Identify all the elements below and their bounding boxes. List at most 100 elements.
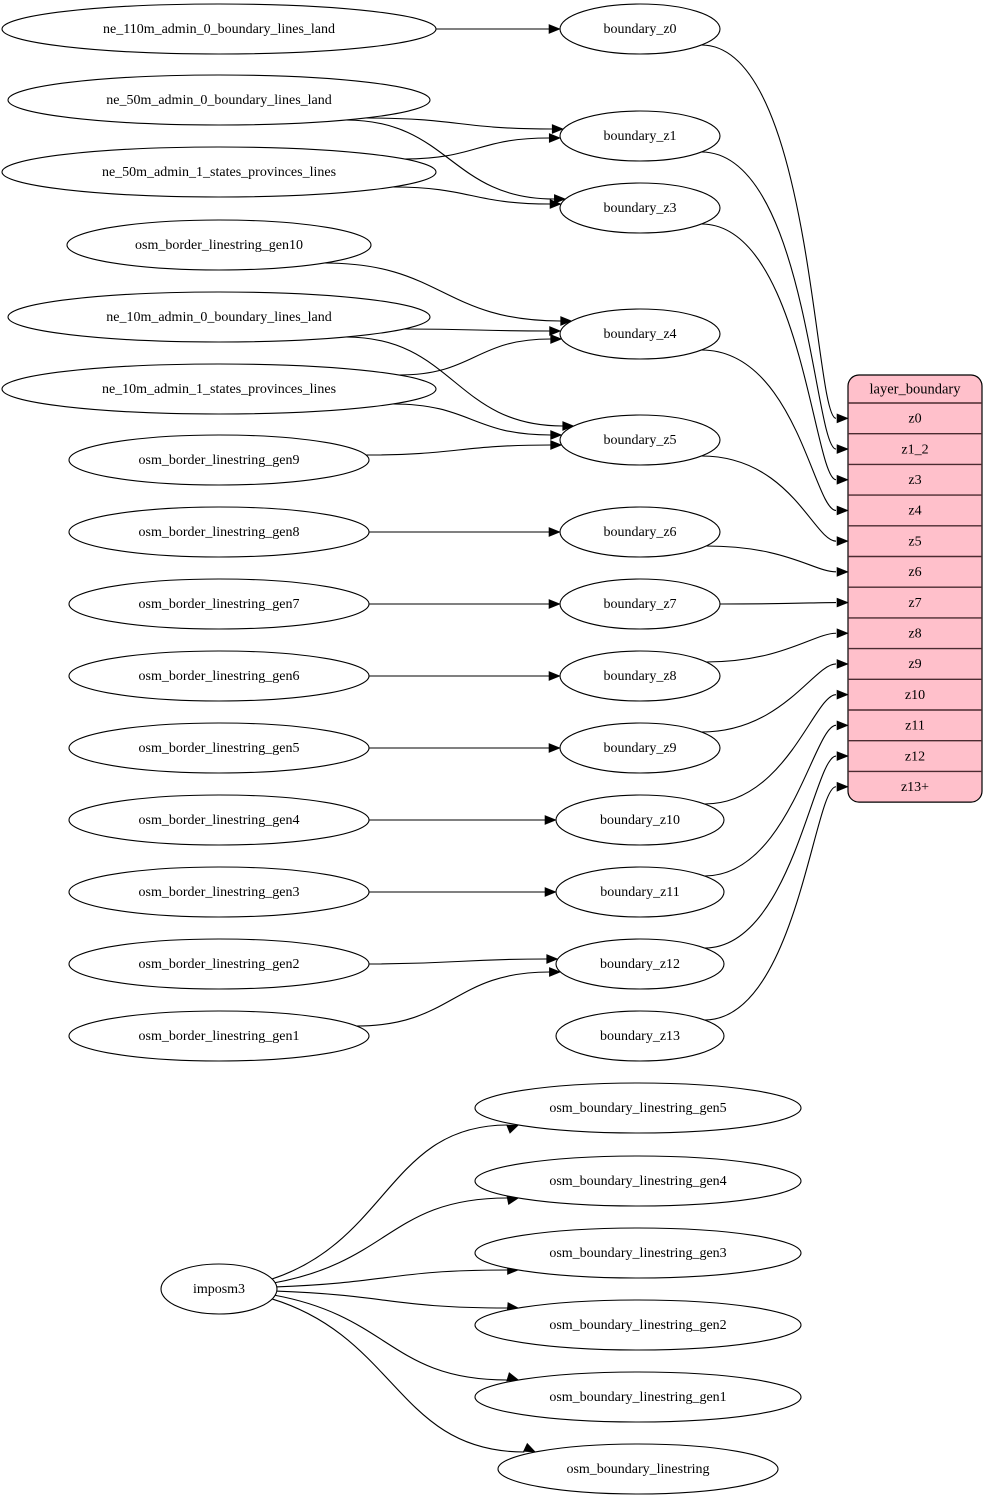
table-row-z9[interactable]: z9 xyxy=(908,657,921,672)
node-label: ne_50m_admin_0_boundary_lines_land xyxy=(106,93,332,108)
table-row-z13+[interactable]: z13+ xyxy=(901,780,929,795)
imposm-output-node-obl_gen2[interactable]: osm_boundary_linestring_gen2 xyxy=(474,1299,802,1351)
node-label: osm_border_linestring_gen2 xyxy=(139,957,300,972)
edge-imposm3-to-obl_gen2 xyxy=(275,1290,508,1309)
table-row-z6[interactable]: z6 xyxy=(908,565,921,580)
imposm-output-node-obl_gen3[interactable]: osm_boundary_linestring_gen3 xyxy=(474,1227,802,1279)
node-label: osm_boundary_linestring_gen5 xyxy=(549,1101,726,1116)
intermediate-node-b_z12[interactable]: boundary_z12 xyxy=(555,938,725,990)
imposm-output-node-obl_gen4[interactable]: osm_boundary_linestring_gen4 xyxy=(474,1155,802,1207)
source-node-osm_gen8[interactable]: osm_border_linestring_gen8 xyxy=(68,506,370,558)
node-label: boundary_z13 xyxy=(600,1029,680,1044)
node-ellipse xyxy=(68,434,370,486)
table-row-z11[interactable]: z11 xyxy=(905,719,925,734)
edge-ne_10m_admin_0_boundary_lines_land-to-boundary_z5 xyxy=(345,336,563,427)
source-node-osm_gen9[interactable]: osm_border_linestring_gen9 xyxy=(68,434,370,486)
node-label: ne_50m_admin_1_states_provinces_lines xyxy=(102,165,336,180)
source-node-osm_gen2[interactable]: osm_border_linestring_gen2 xyxy=(68,938,370,990)
edges-layer xyxy=(271,24,849,1453)
source-node-osm_gen7[interactable]: osm_border_linestring_gen7 xyxy=(68,578,370,630)
edge-arrowhead xyxy=(548,24,561,34)
edge-arrowhead xyxy=(546,954,559,964)
table-row-z12[interactable]: z12 xyxy=(905,749,925,764)
table-row-z0[interactable]: z0 xyxy=(908,412,921,427)
node-label: osm_border_linestring_gen1 xyxy=(139,1029,300,1044)
edge-arrowhead xyxy=(523,1442,537,1453)
edge-arrowhead xyxy=(836,751,849,761)
imposm-output-node-obl_gen5[interactable]: osm_boundary_linestring_gen5 xyxy=(474,1082,802,1134)
edge-boundary_z9-to-table-row-z9 xyxy=(701,663,837,733)
imposm-output-node-obl[interactable]: osm_boundary_linestring xyxy=(497,1443,779,1495)
intermediate-node-b_z7[interactable]: boundary_z7 xyxy=(559,578,721,630)
edge-arrowhead xyxy=(836,474,849,485)
intermediate-node-b_z3[interactable]: boundary_z3 xyxy=(559,182,721,234)
edge-arrowhead xyxy=(836,536,849,546)
table-row-z7[interactable]: z7 xyxy=(908,596,921,611)
source-node-osm_gen6[interactable]: osm_border_linestring_gen6 xyxy=(68,650,370,702)
node-ellipse xyxy=(559,414,721,466)
node-ellipse xyxy=(1,146,437,198)
node-label: imposm3 xyxy=(193,1282,245,1297)
intermediate-node-b_z5[interactable]: boundary_z5 xyxy=(559,414,721,466)
intermediate-node-b_z1[interactable]: boundary_z1 xyxy=(559,110,721,162)
imposm-root-node[interactable]: imposm3 xyxy=(160,1263,278,1315)
node-label: boundary_z0 xyxy=(603,22,676,37)
node-label: boundary_z12 xyxy=(600,957,680,972)
edge-boundary_z4-to-table-row-z4 xyxy=(701,349,837,511)
table-row-z10[interactable]: z10 xyxy=(905,688,925,703)
source-node-ne10_1[interactable]: ne_10m_admin_1_states_provinces_lines xyxy=(1,363,437,415)
node-label: osm_boundary_linestring_gen3 xyxy=(549,1246,726,1261)
node-ellipse xyxy=(68,794,370,846)
source-node-ne10_0[interactable]: ne_10m_admin_0_boundary_lines_land xyxy=(7,291,431,343)
intermediate-node-b_z9[interactable]: boundary_z9 xyxy=(559,722,721,774)
node-ellipse xyxy=(555,866,725,918)
edge-arrowhead xyxy=(549,199,562,209)
table-row-z3[interactable]: z3 xyxy=(908,473,921,488)
node-ellipse xyxy=(68,650,370,702)
intermediate-node-b_z10[interactable]: boundary_z10 xyxy=(555,794,725,846)
node-label: boundary_z7 xyxy=(603,597,676,612)
table-outline xyxy=(847,374,983,803)
intermediate-node-b_z8[interactable]: boundary_z8 xyxy=(559,650,721,702)
edge-osm_border_linestring_gen9-to-boundary_z5 xyxy=(365,444,551,456)
imposm-output-node-obl_gen1[interactable]: osm_boundary_linestring_gen1 xyxy=(474,1371,802,1423)
table-row-z8[interactable]: z8 xyxy=(908,626,921,641)
table-row-z4[interactable]: z4 xyxy=(908,504,921,519)
source-node-osm_gen4[interactable]: osm_border_linestring_gen4 xyxy=(68,794,370,846)
edge-boundary_z6-to-table-row-z6 xyxy=(706,545,837,573)
edge-ne_50m_admin_0_boundary_lines_land-to-boundary_z1 xyxy=(365,117,553,130)
intermediate-node-b_z13[interactable]: boundary_z13 xyxy=(555,1010,725,1062)
edge-boundary_z7-to-table-row-z7 xyxy=(719,602,837,605)
node-ellipse xyxy=(1,363,437,415)
node-ellipse xyxy=(555,794,725,846)
intermediate-node-b_z6[interactable]: boundary_z6 xyxy=(559,506,721,558)
table-row-z5[interactable]: z5 xyxy=(908,534,921,549)
source-node-osm_gen3[interactable]: osm_border_linestring_gen3 xyxy=(68,866,370,918)
intermediate-node-b_z4[interactable]: boundary_z4 xyxy=(559,308,721,360)
edge-arrowhead xyxy=(549,967,562,977)
node-label: ne_10m_admin_1_states_provinces_lines xyxy=(102,382,336,397)
source-node-ne110_0[interactable]: ne_110m_admin_0_boundary_lines_land xyxy=(1,3,437,55)
node-label: osm_border_linestring_gen5 xyxy=(139,741,300,756)
intermediate-node-b_z0[interactable]: boundary_z0 xyxy=(559,3,721,55)
edge-arrowhead xyxy=(836,628,849,639)
node-label: boundary_z1 xyxy=(603,129,676,144)
source-node-osm_gen1[interactable]: osm_border_linestring_gen1 xyxy=(68,1010,370,1062)
node-label: osm_border_linestring_gen6 xyxy=(139,669,300,684)
edge-boundary_z8-to-table-row-z8 xyxy=(706,632,837,663)
node-label: boundary_z3 xyxy=(603,201,676,216)
source-node-osm_gen10[interactable]: osm_border_linestring_gen10 xyxy=(66,219,372,271)
edge-arrowhead xyxy=(836,659,849,669)
edge-ne_50m_admin_0_boundary_lines_land-to-boundary_z3 xyxy=(345,119,555,200)
edge-arrowhead xyxy=(836,597,849,608)
table-row-z1_2[interactable]: z1_2 xyxy=(901,442,928,457)
source-node-ne50_1[interactable]: ne_50m_admin_1_states_provinces_lines xyxy=(1,146,437,198)
source-node-osm_gen5[interactable]: osm_border_linestring_gen5 xyxy=(68,722,370,774)
node-label: osm_border_linestring_gen7 xyxy=(139,597,300,612)
edge-ne_10m_admin_1_states_provinces_lines-to-boundary_z4 xyxy=(398,338,551,376)
edge-arrowhead xyxy=(548,599,561,609)
node-label: boundary_z9 xyxy=(603,741,676,756)
node-ellipse xyxy=(559,578,721,630)
intermediate-node-b_z11[interactable]: boundary_z11 xyxy=(555,866,725,918)
source-node-ne50_0[interactable]: ne_50m_admin_0_boundary_lines_land xyxy=(7,74,431,126)
